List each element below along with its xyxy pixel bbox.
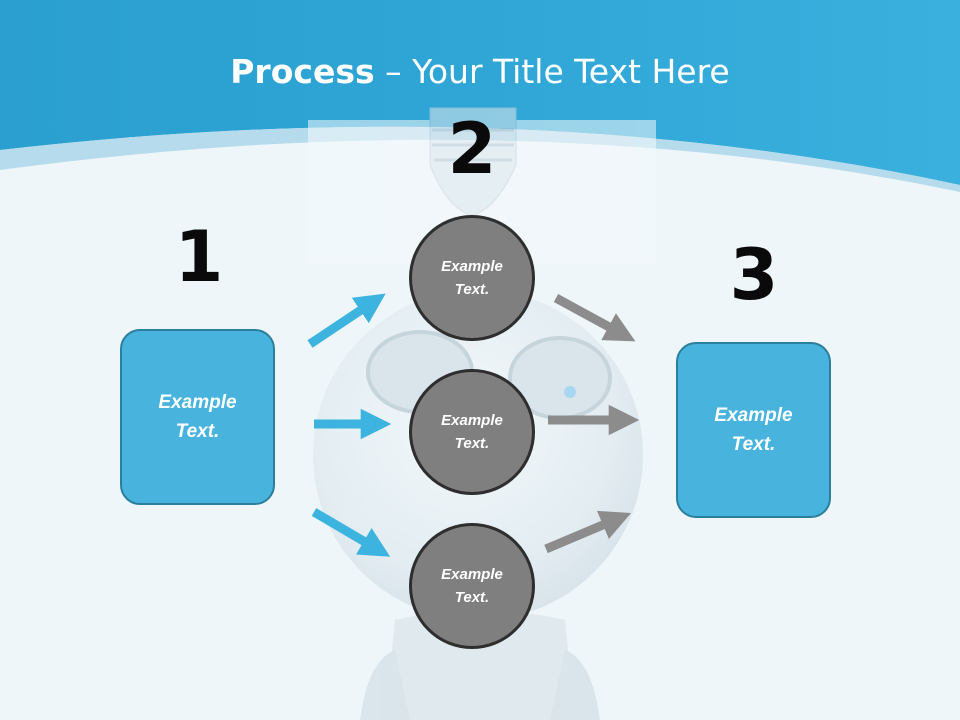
- title-bold: Process: [230, 52, 375, 91]
- slide-title: Process – Your Title Text Here: [0, 52, 960, 91]
- arrow-1-to-top: [307, 293, 386, 348]
- header-accent-curve: [0, 126, 960, 192]
- step-2-item-1-text: Example Text.: [441, 258, 503, 298]
- title-rest: – Your Title Text Here: [374, 52, 730, 91]
- arrow-1-to-bottom: [311, 508, 391, 557]
- arrow-top-to-3: [553, 294, 636, 342]
- header-band: [0, 0, 960, 185]
- arrow-bottom-to-3: [544, 510, 632, 554]
- step-3-box: Example Text.: [676, 342, 831, 518]
- step-2-circle-middle: Example Text.: [409, 369, 535, 495]
- step-2-circle-bottom: Example Text.: [409, 523, 535, 649]
- step-3-text: Example Text.: [714, 405, 793, 455]
- step-2-item-2-text: Example Text.: [441, 412, 503, 452]
- step-2-number: 2: [447, 108, 497, 190]
- step-3-number: 3: [729, 234, 779, 316]
- step-2-circle-top: Example Text.: [409, 215, 535, 341]
- step-1-text: Example Text.: [158, 392, 237, 442]
- step-2-item-3-text: Example Text.: [441, 566, 503, 606]
- step-1-number: 1: [174, 216, 224, 298]
- step-1-box: Example Text.: [120, 329, 275, 505]
